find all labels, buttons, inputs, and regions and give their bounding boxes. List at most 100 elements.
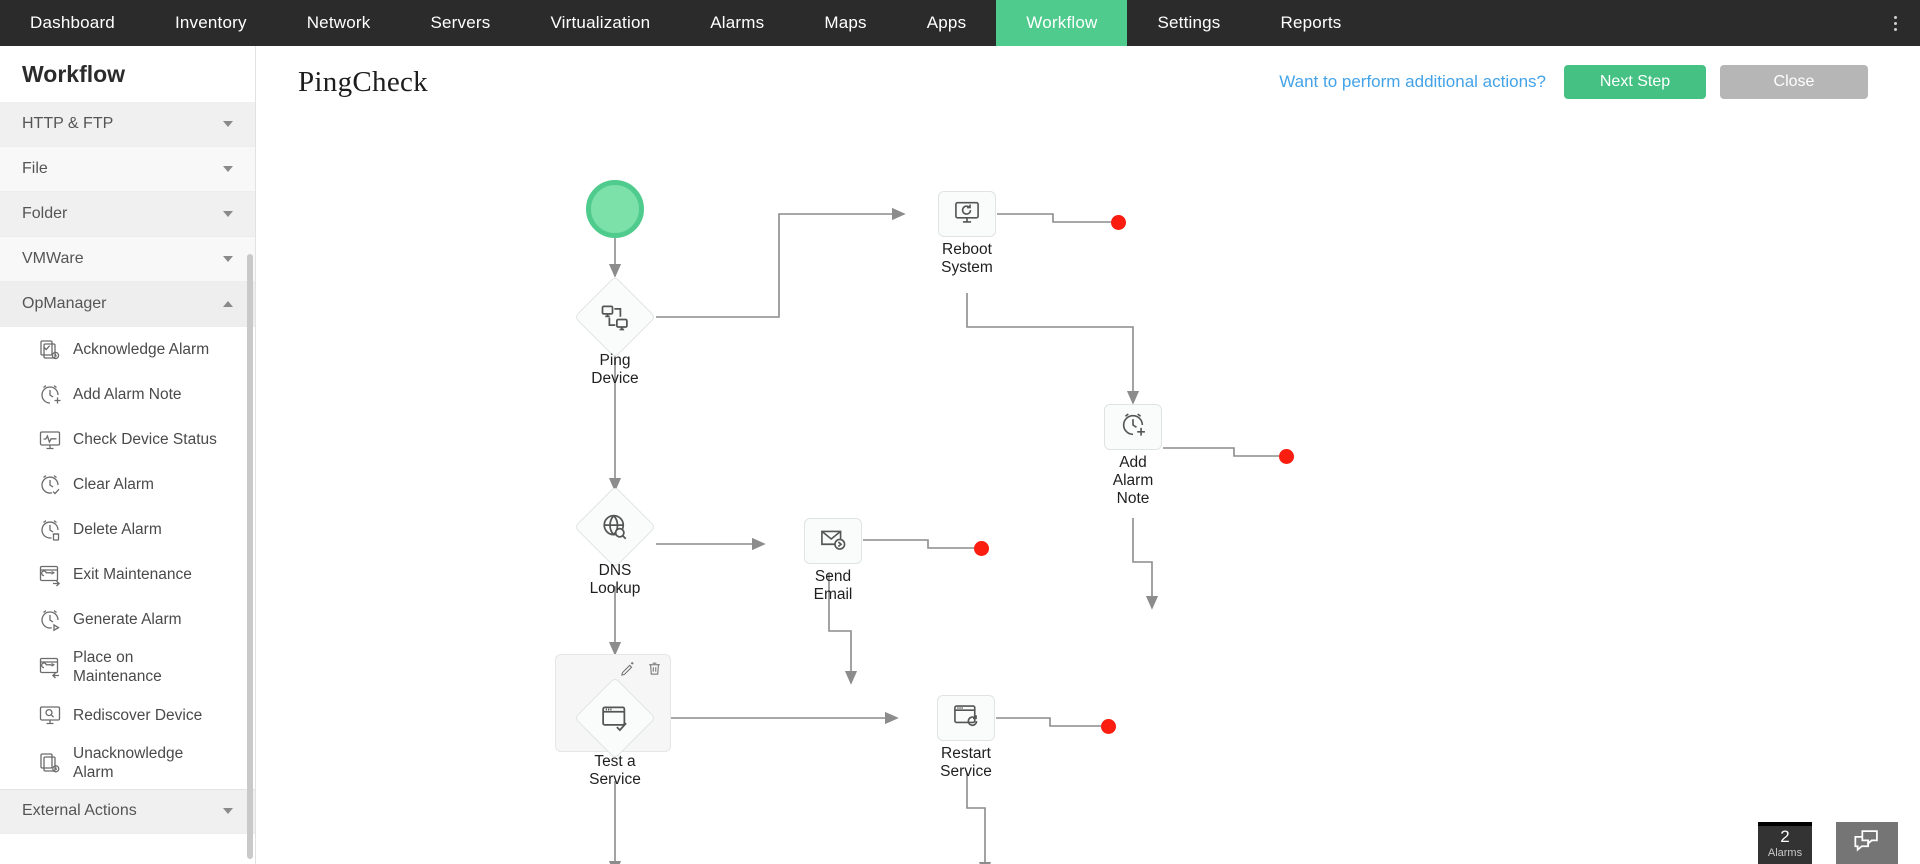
sidebar-item-place-on-maintenance[interactable]: Place on Maintenance bbox=[0, 642, 255, 693]
alarm-count: 2 bbox=[1780, 827, 1790, 846]
add-alarm-note-icon bbox=[38, 383, 62, 407]
send-email-shape[interactable] bbox=[804, 518, 862, 564]
main-panel: PingCheck Want to perform additional act… bbox=[256, 46, 1920, 864]
nav-item-maps[interactable]: Maps bbox=[824, 13, 867, 32]
send-email-icon bbox=[819, 525, 847, 558]
workflow-endpoint-add-alarm-note[interactable] bbox=[1279, 449, 1294, 464]
workflow-node-send-email[interactable]: Send Email bbox=[804, 518, 862, 603]
test-a-service-shape[interactable] bbox=[573, 676, 657, 760]
nav-item-alarms[interactable]: Alarms bbox=[710, 13, 765, 32]
nav-item-apps[interactable]: Apps bbox=[926, 13, 967, 32]
node-label-reboot-system: Reboot System bbox=[941, 241, 993, 276]
sidebar-group-label: File bbox=[22, 160, 48, 177]
clear-alarm-icon bbox=[38, 473, 62, 497]
workflow-node-start[interactable] bbox=[586, 180, 644, 238]
nav-item-dashboard[interactable]: Dashboard bbox=[30, 13, 115, 32]
overflow-menu-icon[interactable] bbox=[1880, 0, 1910, 46]
sidebar-item-exit-maintenance[interactable]: Exit Maintenance bbox=[0, 552, 255, 597]
restart-service-shape[interactable] bbox=[937, 695, 995, 741]
next-step-button[interactable]: Next Step bbox=[1564, 65, 1706, 99]
node-label-restart-service: Restart Service bbox=[940, 745, 992, 780]
nav-item-virtualization[interactable]: Virtualization bbox=[550, 13, 651, 32]
start-node-circle[interactable] bbox=[586, 180, 644, 238]
workflow-node-restart-service[interactable]: Restart Service bbox=[937, 695, 995, 780]
exit-maintenance-icon bbox=[38, 563, 62, 587]
sidebar-item-delete-alarm[interactable]: Delete Alarm bbox=[0, 507, 255, 552]
sidebar-item-label: Check Device Status bbox=[73, 430, 217, 448]
nav-item-reports[interactable]: Reports bbox=[1280, 13, 1342, 32]
node-label-dns-lookup: DNS Lookup bbox=[589, 562, 641, 597]
nav-item-inventory[interactable]: Inventory bbox=[174, 13, 247, 32]
main-header: PingCheck Want to perform additional act… bbox=[256, 46, 1920, 118]
sidebar-item-label: Generate Alarm bbox=[73, 610, 182, 628]
chevron-down-icon bbox=[223, 121, 233, 127]
delete-alarm-icon bbox=[38, 518, 62, 542]
ping-device-shape[interactable] bbox=[573, 275, 657, 359]
nav-item-servers[interactable]: Servers bbox=[430, 13, 491, 32]
workflow-node-add-alarm-note[interactable]: Add Alarm Note bbox=[1104, 404, 1162, 507]
sidebar-group-label: Folder bbox=[22, 205, 68, 222]
chevron-down-icon bbox=[223, 256, 233, 262]
node-label-ping-device: Ping Device bbox=[591, 352, 639, 387]
sidebar-item-label: Acknowledge Alarm bbox=[73, 340, 210, 358]
sidebar-item-add-alarm-note[interactable]: Add Alarm Note bbox=[0, 372, 255, 417]
node-label-add-alarm-note: Add Alarm Note bbox=[1112, 454, 1154, 507]
chat-icon bbox=[1853, 827, 1881, 860]
sidebar-group-opmanager[interactable]: OpManager bbox=[0, 282, 255, 327]
sidebar-item-label: Unacknowledge Alarm bbox=[73, 744, 184, 782]
workflow-endpoint-restart-service[interactable] bbox=[1101, 719, 1116, 734]
add-alarm-note-shape[interactable] bbox=[1104, 404, 1162, 450]
acknowledge-alarm-icon bbox=[38, 338, 62, 362]
nav-item-settings[interactable]: Settings bbox=[1157, 13, 1221, 32]
workflow-endpoint-reboot-system[interactable] bbox=[1111, 215, 1126, 230]
alarm-counter-badge[interactable]: 2 Alarms bbox=[1758, 822, 1812, 864]
chat-button[interactable] bbox=[1836, 822, 1898, 864]
sidebar-group-vmware[interactable]: VMWare bbox=[0, 237, 255, 282]
nav-item-workflow[interactable]: Workflow bbox=[996, 0, 1128, 46]
workflow-node-dns-lookup[interactable]: DNS Lookup bbox=[573, 485, 657, 597]
sidebar-item-label: Place on Maintenance bbox=[73, 649, 162, 686]
workflow-node-test-a-service[interactable]: Test a Service bbox=[573, 676, 657, 788]
dns-lookup-shape[interactable] bbox=[573, 485, 657, 569]
chevron-up-icon bbox=[223, 301, 233, 307]
delete-icon[interactable] bbox=[647, 661, 662, 681]
sidebar-group-http-ftp[interactable]: HTTP & FTP bbox=[0, 102, 255, 147]
unacknowledge-alarm-icon bbox=[38, 751, 62, 775]
node-label-send-email: Send Email bbox=[813, 568, 853, 603]
workflow-node-ping-device[interactable]: Ping Device bbox=[573, 275, 657, 387]
sidebar-item-acknowledge-alarm[interactable]: Acknowledge Alarm bbox=[0, 327, 255, 372]
workflow-canvas[interactable]: Ping Device Reboot System bbox=[256, 118, 1920, 864]
sidebar-item-clear-alarm[interactable]: Clear Alarm bbox=[0, 462, 255, 507]
chevron-down-icon bbox=[223, 211, 233, 217]
rediscover-device-icon bbox=[38, 703, 62, 727]
workflow-node-reboot-system[interactable]: Reboot System bbox=[938, 191, 996, 276]
workflow-connectors bbox=[608, 207, 1279, 864]
place-on-maintenance-icon bbox=[38, 655, 62, 679]
sidebar-item-label: Add Alarm Note bbox=[73, 385, 182, 403]
sidebar-group-label: OpManager bbox=[22, 295, 107, 312]
alarm-count-label: Alarms bbox=[1767, 847, 1803, 859]
sidebar-item-check-device-status[interactable]: Check Device Status bbox=[0, 417, 255, 462]
node-toolbar bbox=[620, 661, 662, 681]
generate-alarm-icon bbox=[38, 608, 62, 632]
chevron-down-icon bbox=[223, 166, 233, 172]
header-actions: Want to perform additional actions? Next… bbox=[1279, 65, 1868, 99]
nav-item-network[interactable]: Network bbox=[306, 13, 371, 32]
additional-actions-link[interactable]: Want to perform additional actions? bbox=[1279, 72, 1546, 91]
reboot-system-shape[interactable] bbox=[938, 191, 996, 237]
sidebar-group-external-actions[interactable]: External Actions bbox=[0, 788, 255, 834]
chevron-down-icon bbox=[223, 808, 233, 814]
sidebar: Workflow HTTP & FTP File Folder VMWare O… bbox=[0, 46, 256, 864]
add-alarm-note-icon bbox=[1119, 411, 1147, 444]
page-title: PingCheck bbox=[298, 65, 428, 98]
sidebar-item-unacknowledge-alarm[interactable]: Unacknowledge Alarm bbox=[0, 738, 255, 789]
sidebar-scrollbar[interactable] bbox=[247, 254, 253, 859]
sidebar-item-rediscover-device[interactable]: Rediscover Device bbox=[0, 693, 255, 738]
sidebar-group-file[interactable]: File bbox=[0, 147, 255, 192]
sidebar-group-folder[interactable]: Folder bbox=[0, 192, 255, 237]
close-button[interactable]: Close bbox=[1720, 65, 1868, 99]
sidebar-item-generate-alarm[interactable]: Generate Alarm bbox=[0, 597, 255, 642]
edit-icon[interactable] bbox=[620, 661, 635, 681]
sidebar-title: Workflow bbox=[22, 60, 126, 87]
workflow-endpoint-send-email[interactable] bbox=[974, 541, 989, 556]
